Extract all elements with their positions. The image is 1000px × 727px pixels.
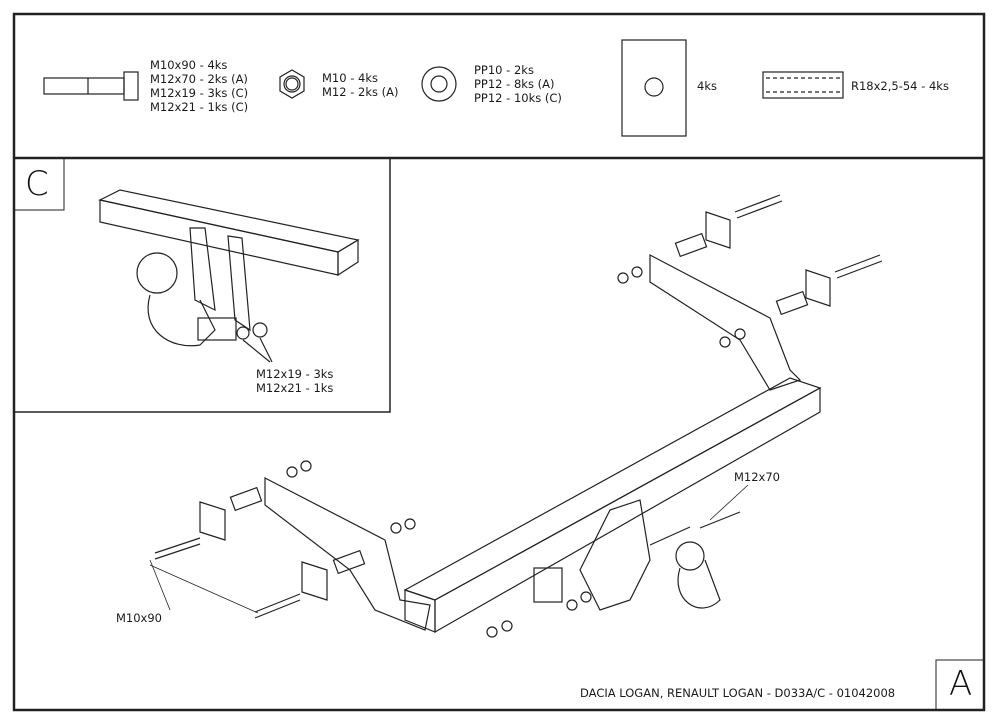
title-block: DACIA LOGAN, RENAULT LOGAN - D033A/C - 0… [580, 686, 896, 700]
spacer-icon [762, 71, 844, 99]
washer-icon [421, 66, 457, 102]
detail-c-box [13, 157, 391, 413]
bolt-icon [43, 71, 139, 101]
nut-item: M10 - 4ks [322, 71, 378, 85]
callout-line: M12x21 - 1ks [256, 381, 334, 395]
view-a-label-box [935, 659, 985, 711]
washer-item: PP12 - 8ks (A) [474, 77, 555, 91]
spacer-qty: R18x2,5-54 - 4ks [851, 79, 949, 93]
detail-c-drawing [98, 189, 360, 363]
bolt-item: M12x70 - 2ks (A) [150, 72, 248, 86]
nut-list: M10 - 4ks M12 - 2ks (A) [322, 71, 398, 99]
towbar-main-drawing [149, 194, 883, 638]
detail-c-label-box [13, 157, 65, 211]
plate-qty: 4ks [697, 79, 717, 93]
bolt-list: M10x90 - 4ks M12x70 - 2ks (A) M12x19 - 3… [150, 58, 248, 114]
callout-m12x70: M12x70 [734, 470, 780, 484]
nut-item: M12 - 2ks (A) [322, 85, 399, 99]
washer-item: PP10 - 2ks [474, 63, 534, 77]
outer-frame [12, 12, 986, 712]
plate-icon [621, 39, 687, 137]
bolt-item: M12x19 - 3ks (C) [150, 86, 249, 100]
washer-item: PP12 - 10ks (C) [474, 91, 562, 105]
nut-icon [279, 69, 305, 99]
callout-line: M12x19 - 3ks [256, 367, 334, 381]
bolt-item: M12x21 - 1ks (C) [150, 100, 249, 114]
detail-c-callout: M12x19 - 3ks M12x21 - 1ks [256, 367, 333, 395]
detail-c-label: C [25, 164, 49, 204]
callout-m10x90: M10x90 [116, 611, 162, 625]
bolt-item: M10x90 - 4ks [150, 58, 228, 72]
view-a-label: A [949, 664, 973, 704]
washer-list: PP10 - 2ks PP12 - 8ks (A) PP12 - 10ks (C… [474, 63, 562, 105]
